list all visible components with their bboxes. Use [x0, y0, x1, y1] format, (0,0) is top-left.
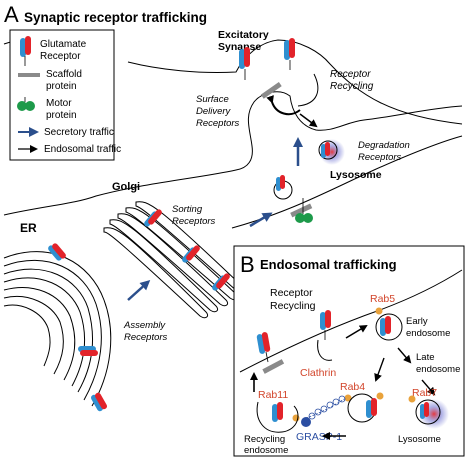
- panel-b: B Endosomal trafficking Receptor Recycli…: [233, 245, 465, 457]
- surface-delivery-line3: Receptors: [196, 118, 240, 129]
- legend-secretory-label: Secretory traffic: [44, 127, 114, 138]
- golgi-receptor-bottom: [212, 273, 230, 291]
- late-endosome-line2: endosome: [416, 364, 460, 375]
- golgi-label: Golgi: [112, 181, 140, 193]
- synapse-endocytic-arrow: [266, 95, 301, 116]
- er-cisternae: [3, 251, 112, 407]
- rab4-dot-left: [344, 394, 352, 402]
- late-endosome-line1: Late: [416, 352, 435, 363]
- er-receptor-mid: [78, 346, 98, 356]
- grasp1-head: [301, 417, 311, 427]
- synapse-scaffold: [260, 82, 282, 99]
- sorting-line1: Sorting: [172, 204, 203, 215]
- synapse-recycling-path: [297, 73, 319, 107]
- panel-b-letter: B: [240, 252, 255, 277]
- recycling-endosome: [256, 401, 299, 433]
- legend-endosomal-label: Endosomal traffic: [44, 144, 121, 155]
- early-endosome: [375, 313, 403, 341]
- surface-delivery-line2: Delivery: [196, 106, 232, 117]
- legend-box: [9, 29, 115, 161]
- panel-a-title: Synaptic receptor trafficking: [24, 10, 207, 25]
- legend-receptor-glyph: [20, 36, 31, 66]
- panel-b-membrane: [239, 269, 463, 373]
- degradation-line2: Receptors: [358, 152, 402, 163]
- early-endosome-line2: endosome: [406, 328, 450, 339]
- legend-scaffold-glyph: [18, 73, 40, 77]
- membrane-upper: [127, 39, 463, 125]
- clathrin-to-early-arrow: [345, 324, 368, 339]
- golgi-receptor-top: [144, 209, 162, 227]
- er-label: ER: [20, 221, 37, 235]
- lysosome-b-label: Lysosome: [398, 434, 441, 445]
- rab7-dot: [408, 395, 416, 403]
- lysosome-b-receptor: [420, 402, 429, 419]
- panel-b-recycling-line2: Recycling: [270, 300, 316, 312]
- golgi-to-vesicle-arrow: [249, 212, 273, 228]
- clathrin-pit: [317, 339, 333, 361]
- clathrin-receptor: [320, 310, 331, 340]
- assembly-line1: Assembly: [123, 320, 166, 331]
- legend-motor-glyph: [17, 97, 35, 111]
- er-to-golgi-arrow: [127, 279, 151, 301]
- early-endosome-line1: Early: [406, 316, 428, 327]
- panel-b-surface-receptor: [256, 332, 271, 363]
- recycling-endosome-receptor: [272, 402, 283, 422]
- grasp1-tether: [305, 397, 347, 419]
- rab4-label: Rab4: [340, 381, 365, 393]
- panel-b-title: Endosomal trafficking: [260, 257, 397, 272]
- assembly-line2: Receptors: [124, 332, 168, 343]
- legend-scaffold-line2: protein: [46, 81, 77, 92]
- grasp1-chain: [308, 395, 346, 420]
- transport-scaffold: [290, 203, 313, 218]
- early-to-rab4-arrow: [374, 357, 385, 382]
- lysosome-b: [415, 399, 441, 425]
- recycling-endosome-line2: endosome: [244, 445, 288, 456]
- motor-head-left: [295, 213, 305, 223]
- rab11-label: Rab11: [258, 389, 288, 401]
- lysosome-a-label: Lysosome: [330, 169, 382, 181]
- excitatory-synapse-line1: Excitatory: [218, 29, 269, 41]
- receptor-recycling-line2: Recycling: [330, 81, 374, 92]
- panel-b-recycling-line1: Receptor: [270, 287, 313, 299]
- rab4-dot-right: [376, 392, 384, 400]
- legend: Glutamate Receptor Scaffold protein Moto…: [9, 29, 121, 161]
- er-receptor-top: [48, 243, 66, 261]
- recycling-endosome-line1: Recycling: [244, 434, 285, 445]
- panel-a-letter: A: [4, 2, 19, 27]
- legend-motor-line2: protein: [46, 110, 77, 121]
- rab5-label: Rab5: [370, 293, 395, 305]
- lysosome-a: [318, 140, 338, 160]
- legend-motor-line1: Motor: [46, 98, 72, 109]
- degradation-arrow: [299, 113, 318, 128]
- excitatory-synapse-line2: Synapse: [218, 41, 261, 53]
- transport-vesicle-receptor: [276, 175, 285, 191]
- surface-delivery-line1: Surface: [196, 94, 229, 105]
- synapse-receptor-right: [284, 38, 295, 70]
- late-to-lysosome-arrow: [421, 379, 436, 396]
- legend-receptor-line1: Glutamate: [40, 39, 87, 50]
- golgi-receptor-mid: [182, 245, 200, 263]
- panel-a: A Synaptic receptor trafficking Glutamat…: [3, 2, 463, 412]
- degradation-line1: Degradation: [358, 140, 410, 151]
- early-endosome-receptor: [380, 316, 391, 336]
- clathrin-label: Clathrin: [300, 367, 336, 379]
- membrane-axon: [231, 135, 463, 229]
- grasp1-label: GRASP-1: [296, 431, 342, 443]
- rab4-receptor: [366, 398, 377, 418]
- rab7-label: Rab7: [412, 387, 437, 399]
- synapse-receptor-left: [239, 47, 250, 80]
- legend-receptor-line2: Receptor: [40, 51, 81, 62]
- early-to-late-arrow: [397, 347, 412, 364]
- membrane-lower: [3, 91, 463, 216]
- motor-head-right: [303, 213, 313, 223]
- panel-b-scaffold: [262, 359, 285, 374]
- rab5-dot: [375, 307, 383, 315]
- lysosome-a-receptor: [321, 142, 330, 158]
- legend-scaffold-line1: Scaffold: [46, 69, 82, 80]
- sorting-line2: Receptors: [172, 216, 216, 227]
- er-receptor-bottom: [91, 392, 107, 412]
- receptor-recycling-line1: Receptor: [330, 69, 371, 80]
